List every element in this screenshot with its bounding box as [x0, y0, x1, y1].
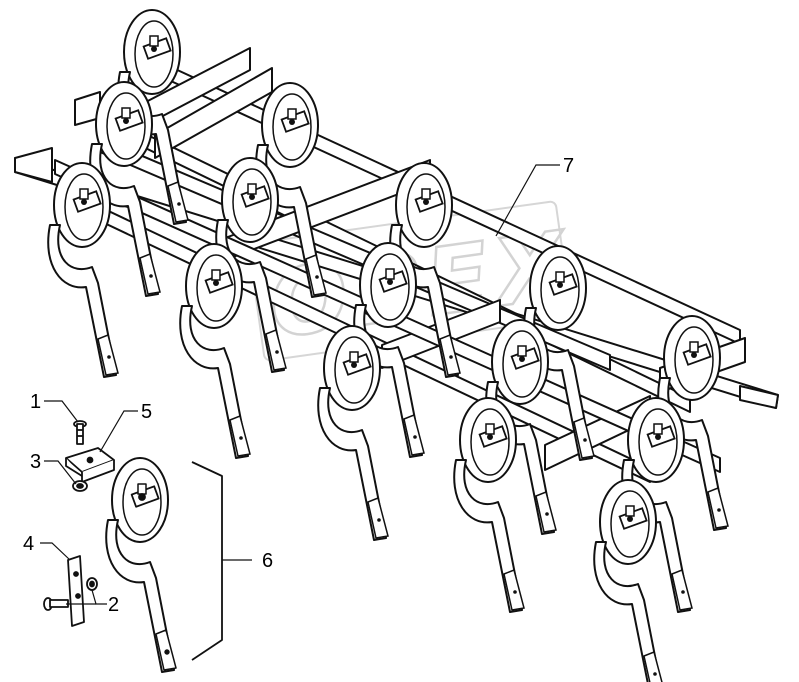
main-draw-bar-end-left — [14, 147, 53, 183]
callout-6: 6 — [262, 550, 273, 572]
callout-2: 2 — [108, 594, 119, 616]
tine-unit-13 — [453, 397, 525, 613]
tine-unit-4 — [47, 162, 119, 378]
clamp-bracket-part-5 — [65, 447, 115, 483]
callout-5: 5 — [141, 401, 152, 423]
callout-1: 1 — [30, 391, 41, 413]
callout-7: 7 — [563, 155, 574, 177]
callout-3: 3 — [30, 451, 41, 473]
tine-unit-detail-part-6 — [105, 457, 177, 673]
callouts: 1 2 3 4 5 6 7 — [23, 155, 574, 616]
exploded-parts — [43, 420, 223, 673]
bolt-part-1 — [73, 420, 87, 445]
callout-4: 4 — [23, 533, 34, 555]
main-draw-bar-end-right — [739, 385, 779, 409]
leader-5 — [99, 410, 138, 453]
leader-4 — [40, 542, 71, 561]
leader-1 — [44, 400, 79, 423]
leader-3 — [44, 460, 77, 485]
bracket-6 — [191, 461, 223, 661]
tine-unit-15 — [593, 479, 665, 682]
nut-part-3 — [72, 480, 88, 492]
tine-point-part-4 — [67, 555, 85, 627]
callout-leaders — [40, 164, 560, 605]
leader-2 — [91, 589, 107, 605]
tine-unit-10 — [317, 325, 389, 541]
leader-7 — [495, 164, 560, 237]
tine-unit-7 — [179, 243, 251, 459]
